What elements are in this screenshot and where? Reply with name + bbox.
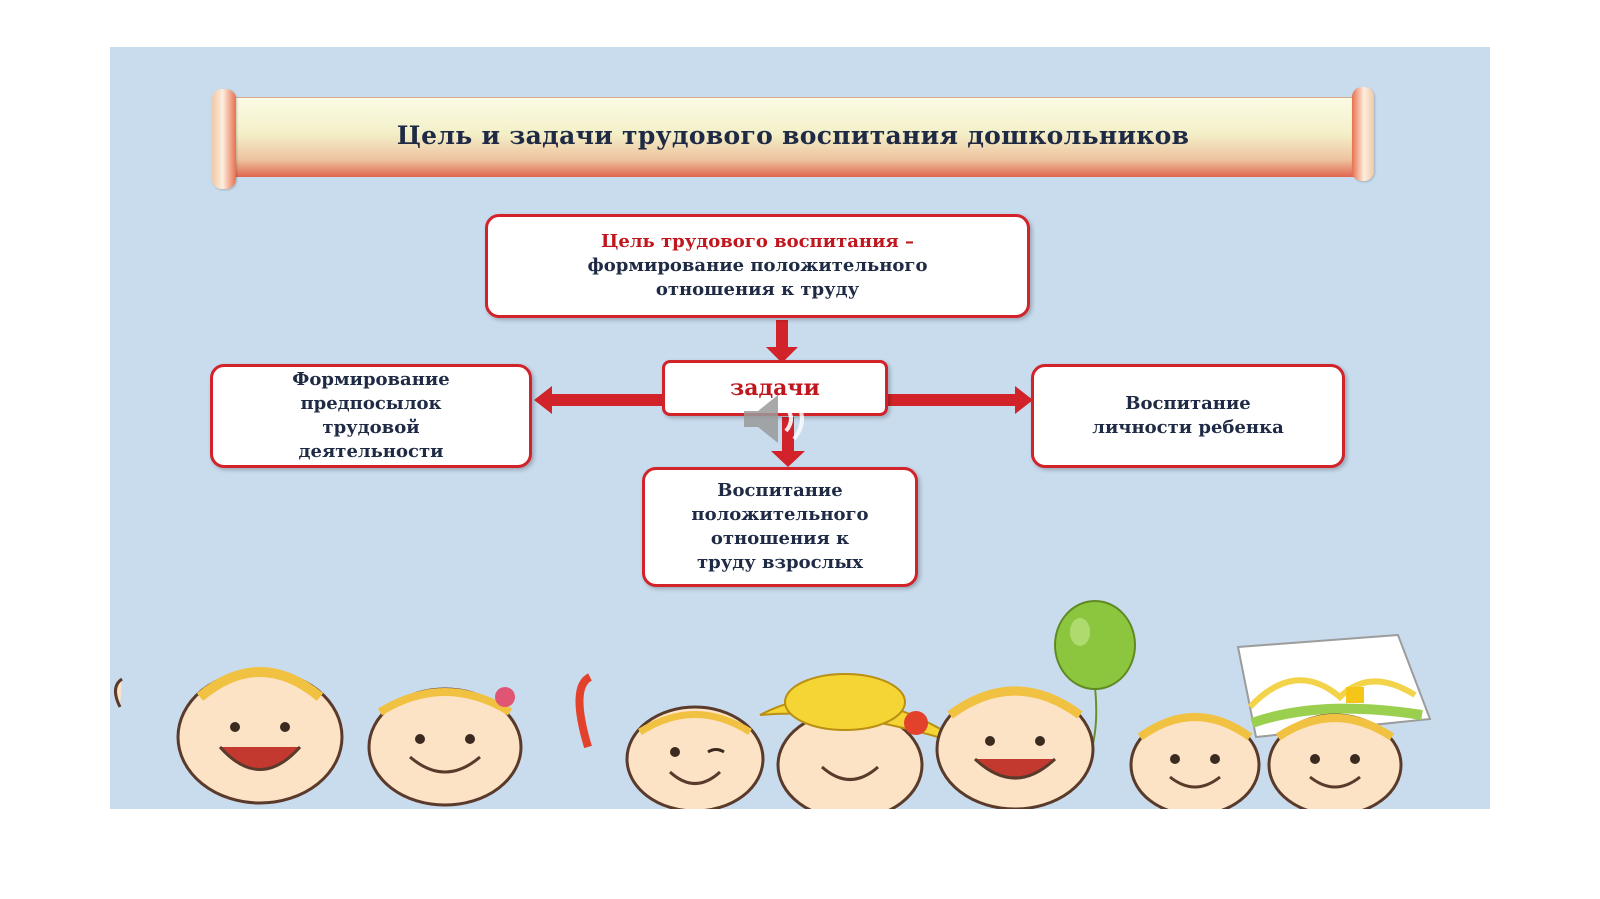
picture-icon	[1236, 633, 1432, 739]
task-left-line-2: предпосылок	[300, 393, 442, 414]
kids-illustration	[110, 600, 1490, 809]
task-bottom-line-2: положительного	[691, 504, 869, 525]
kid-5	[935, 686, 1095, 809]
goal-line-3: отношения к труду	[655, 279, 860, 300]
kid-6	[1129, 713, 1261, 809]
task-right-line-2: личности ребенка	[1092, 417, 1284, 438]
connectors	[534, 320, 1033, 467]
goal-accent: Цель трудового воспитания –	[600, 231, 914, 252]
connector-tasks-right	[888, 394, 1018, 406]
slide: Цель и задачи трудового воспитания дошко…	[110, 47, 1490, 809]
slide-title: Цель и задачи трудового воспитания дошко…	[396, 121, 1190, 150]
task-bottom-line-4: труду взрослых	[696, 552, 864, 573]
task-left-line-4: деятельности	[298, 441, 444, 462]
task-box-left: Формирование предпосылок трудовой деятел…	[210, 364, 532, 468]
task-bottom-line-1: Воспитание	[717, 480, 843, 501]
arrowhead-tasks-right	[1015, 386, 1033, 414]
kid-2	[367, 687, 523, 807]
kid-7	[1267, 713, 1403, 809]
kid-4-with-hat	[759, 673, 971, 809]
speaker-icon[interactable]	[740, 389, 830, 449]
kid-1	[114, 667, 344, 805]
connector-goal-tasks	[776, 320, 788, 350]
tasks-label: задачи	[730, 375, 820, 401]
connector-tasks-left	[550, 394, 664, 406]
arrowhead-tasks-left	[534, 386, 552, 414]
scroll-roll-right	[1352, 87, 1374, 181]
task-left-line-3: трудовой	[322, 417, 420, 438]
task-box-right: Воспитание личности ребенка	[1031, 364, 1345, 468]
arrowhead-tasks-bottom	[771, 451, 805, 467]
scroll-roll-left	[212, 89, 236, 189]
task-box-bottom: Воспитание положительного отношения к тр…	[642, 467, 918, 587]
arrowhead-goal-tasks	[766, 347, 798, 363]
task-bottom-line-3: отношения к	[710, 528, 850, 549]
task-right-line-1: Воспитание	[1125, 393, 1251, 414]
kid-3	[575, 673, 765, 809]
scroll-body	[224, 97, 1362, 177]
goal-line-2: формирование положительного	[587, 255, 928, 276]
goal-box: Цель трудового воспитания – формирование…	[485, 214, 1030, 318]
title-scroll: Цель и задачи трудового воспитания дошко…	[212, 87, 1374, 189]
balloon-icon	[1054, 600, 1136, 768]
task-left-line-1: Формирование	[292, 369, 450, 390]
